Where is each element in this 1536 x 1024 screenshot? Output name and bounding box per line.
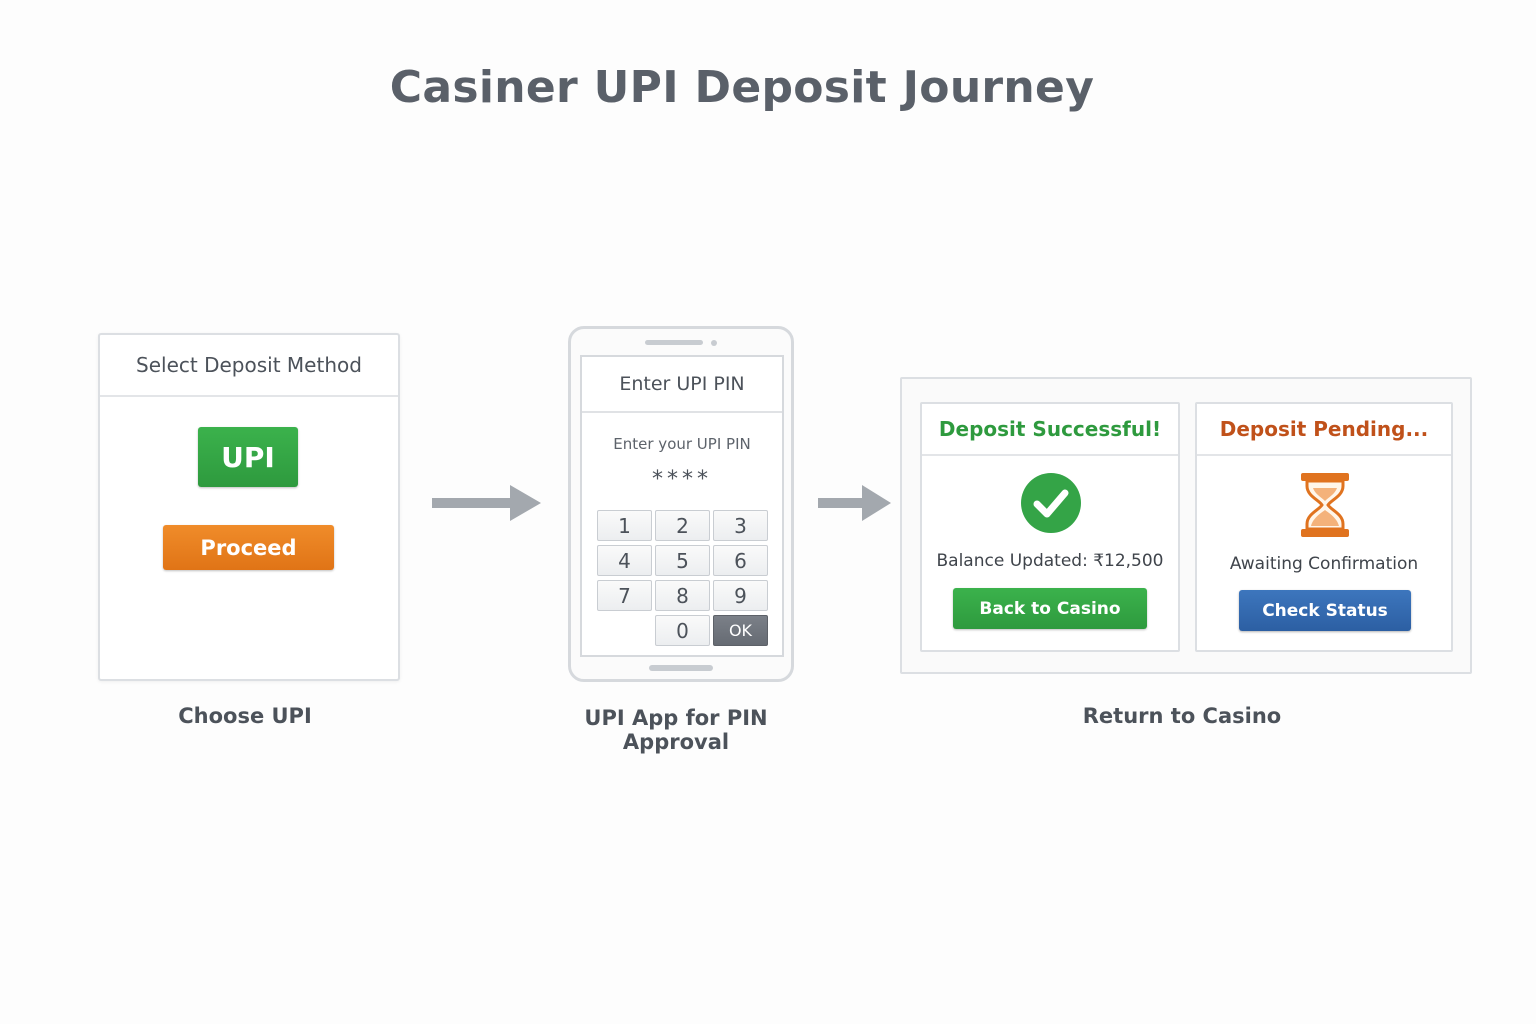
- hourglass-icon: [1301, 473, 1349, 537]
- check-circle-icon: [1021, 473, 1081, 533]
- key-8[interactable]: 8: [655, 580, 710, 611]
- step1-caption: Choose UPI: [178, 704, 312, 728]
- step2-caption: UPI App for PIN Approval: [584, 706, 768, 754]
- key-6[interactable]: 6: [713, 545, 768, 576]
- key-0[interactable]: 0: [655, 615, 710, 646]
- success-header: Deposit Successful!: [922, 404, 1178, 456]
- phone-home-bar: [649, 665, 713, 671]
- arrow-right-icon: [432, 485, 541, 521]
- upi-button[interactable]: UPI: [198, 427, 298, 487]
- key-1[interactable]: 1: [597, 510, 652, 541]
- check-status-button[interactable]: Check Status: [1239, 590, 1411, 631]
- phone-speaker: [645, 340, 703, 345]
- return-to-casino-panel: Deposit Successful! Balance Updated: ₹12…: [900, 377, 1472, 674]
- key-3[interactable]: 3: [713, 510, 768, 541]
- panel-header: Select Deposit Method: [100, 335, 398, 397]
- screen-header: Enter UPI PIN: [582, 357, 782, 413]
- balance-message: Balance Updated: ₹12,500: [936, 551, 1164, 571]
- phone-camera: [711, 340, 717, 346]
- key-7[interactable]: 7: [597, 580, 652, 611]
- pending-message: Awaiting Confirmation: [1229, 554, 1419, 574]
- step3-caption: Return to Casino: [1082, 704, 1282, 728]
- pin-prompt: Enter your UPI PIN: [613, 435, 751, 453]
- success-card: Deposit Successful! Balance Updated: ₹12…: [920, 402, 1180, 652]
- page-title: Casiner UPI Deposit Journey: [389, 62, 1095, 113]
- upi-app-screen: Enter UPI PIN Enter your UPI PIN **** 1 …: [580, 355, 784, 657]
- key-2[interactable]: 2: [655, 510, 710, 541]
- key-9[interactable]: 9: [713, 580, 768, 611]
- arrow-right-icon: [818, 485, 891, 521]
- key-5[interactable]: 5: [655, 545, 710, 576]
- key-ok[interactable]: OK: [713, 615, 768, 646]
- key-4[interactable]: 4: [597, 545, 652, 576]
- pin-input[interactable]: ****: [652, 467, 712, 492]
- deposit-method-panel: Select Deposit Method UPI Proceed: [98, 333, 400, 681]
- phone-mockup: Enter UPI PIN Enter your UPI PIN **** 1 …: [568, 326, 794, 682]
- pending-card: Deposit Pending... Awaiting Confirmation…: [1195, 402, 1453, 652]
- pending-header: Deposit Pending...: [1197, 404, 1451, 456]
- back-to-casino-button[interactable]: Back to Casino: [953, 588, 1147, 629]
- proceed-button[interactable]: Proceed: [163, 525, 334, 570]
